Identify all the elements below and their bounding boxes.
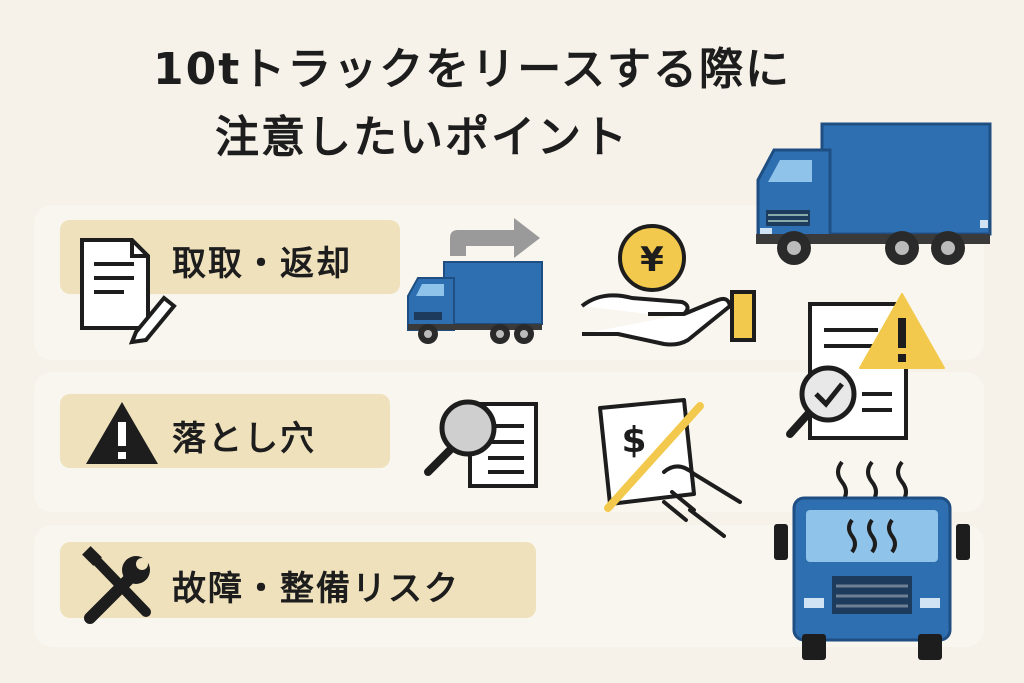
overheating-truck-icon <box>774 460 970 660</box>
section-label-return: 取取・返却 <box>172 244 352 284</box>
page-title-line1: 10tトラックをリースする際に <box>152 44 792 95</box>
section-label-maintenance: 故障・整備リスク <box>172 569 460 609</box>
warning-icon <box>86 402 158 464</box>
yen-coin-hand-icon: ¥ <box>580 224 756 347</box>
dollar-symbol: $ <box>621 420 646 461</box>
section-label-pitfalls: 落とし穴 <box>172 419 316 459</box>
yen-symbol: ¥ <box>640 240 664 280</box>
crossed-invoice-hand-icon: $ <box>598 398 742 538</box>
page-title-line2: 注意したいポイント <box>215 112 629 163</box>
document-pen-icon <box>80 238 177 345</box>
truck-return-arrow-icon <box>407 218 543 344</box>
tools-icon <box>82 546 151 624</box>
truck-large-icon <box>756 122 992 265</box>
contract-warning-check-icon <box>786 293 945 440</box>
magnifier-document-icon <box>424 399 538 488</box>
